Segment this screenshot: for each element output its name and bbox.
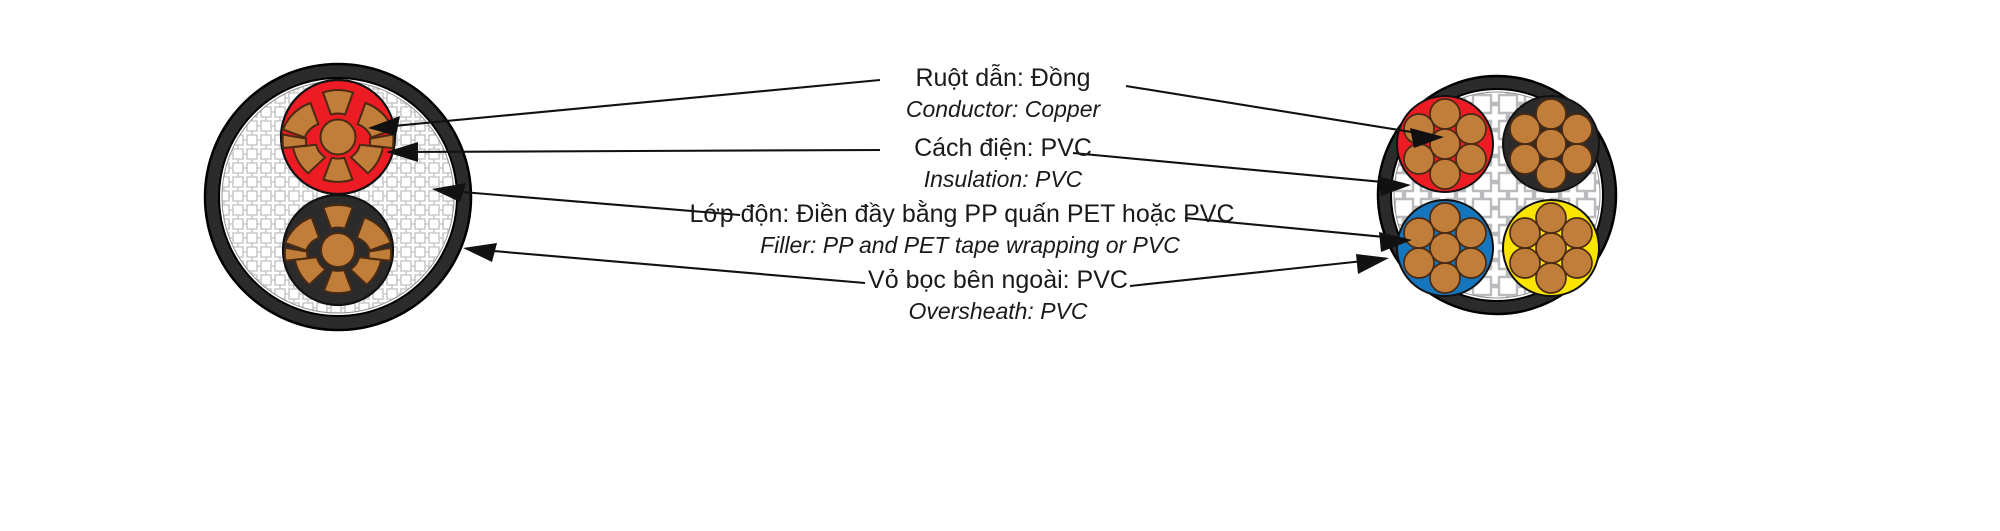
label-conductor-vi: Ruột dẫn: Đồng bbox=[915, 63, 1090, 92]
left-cable-red-conductor bbox=[281, 89, 395, 183]
right-cable-yellow-conductor bbox=[1509, 202, 1593, 294]
leader-conductor-left bbox=[371, 78, 881, 130]
arrowhead-filler-right bbox=[1379, 232, 1412, 252]
label-oversheath-en: Oversheath: PVC bbox=[909, 298, 1088, 324]
arrowhead-conductor-left bbox=[368, 116, 400, 136]
leader-lines bbox=[368, 78, 1444, 288]
label-group-insulation: Cách điện: PVC Insulation: PVC bbox=[914, 134, 1092, 192]
leader-filler-right bbox=[1184, 216, 1406, 241]
arrowhead-oversheath-left bbox=[463, 243, 497, 262]
label-insulation-en: Insulation: PVC bbox=[924, 166, 1083, 192]
arrowhead-conductor-right bbox=[1410, 128, 1444, 148]
leader-conductor-right bbox=[1125, 84, 1437, 138]
right-cable-core-blue bbox=[1396, 199, 1494, 297]
label-filler-vi: Lớp độn: Điền đầy bằng PP quấn PET hoặc … bbox=[689, 199, 1234, 228]
right-cable-core-red bbox=[1396, 95, 1494, 193]
arrowhead-oversheath-right bbox=[1356, 254, 1389, 274]
leader-filler-left bbox=[437, 188, 741, 217]
right-cable-core-black bbox=[1502, 95, 1600, 193]
label-filler-en: Filler: PP and PET tape wrapping or PVC bbox=[760, 232, 1180, 258]
label-conductor-en: Conductor: Copper bbox=[906, 96, 1102, 122]
arrowhead-insulation-right bbox=[1378, 176, 1411, 196]
left-cable-core-black bbox=[281, 193, 395, 307]
left-cable-core-red bbox=[279, 78, 397, 196]
right-cable-red-conductor bbox=[1403, 98, 1487, 190]
label-group-conductor: Ruột dẫn: Đồng Conductor: Copper bbox=[906, 63, 1102, 122]
label-group-oversheath: Vỏ bọc bên ngoài: PVC Oversheath: PVC bbox=[868, 266, 1128, 324]
arrowhead-filler-left bbox=[432, 183, 466, 202]
right-cable bbox=[1376, 74, 1618, 316]
right-cable-black-conductor bbox=[1509, 98, 1593, 190]
right-cable-core-yellow bbox=[1502, 199, 1600, 297]
arrowhead-insulation-left bbox=[386, 142, 418, 162]
leader-insulation-left bbox=[391, 148, 881, 154]
right-cable-blue-conductor bbox=[1403, 202, 1487, 294]
leader-oversheath-left bbox=[469, 247, 866, 285]
label-insulation-vi: Cách điện: PVC bbox=[914, 134, 1092, 162]
leader-oversheath-right bbox=[1129, 257, 1383, 288]
left-cable-black-conductor bbox=[283, 204, 393, 295]
label-group-filler: Lớp độn: Điền đầy bằng PP quấn PET hoặc … bbox=[689, 199, 1234, 258]
label-oversheath-vi: Vỏ bọc bên ngoài: PVC bbox=[868, 266, 1128, 294]
left-cable bbox=[203, 62, 473, 332]
leader-insulation-right bbox=[1072, 151, 1405, 186]
